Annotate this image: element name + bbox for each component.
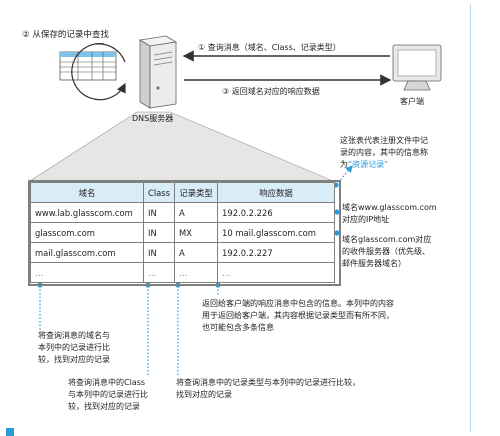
corner-mark [6,428,14,436]
step2-label: ② 从保存的记录中查找 [22,30,109,40]
cell-domain: www.lab.glasscom.com [30,202,144,223]
cell-class: IN [142,202,176,223]
note-type-column: 将查询消息中的记录类型与本列中的记录进行比较， 找到对应的记录 [176,378,360,399]
cell-domain: mail.glasscom.com [30,242,144,263]
search-loop-icon [71,43,126,101]
header-domain: 域名 [30,182,144,203]
cell-class: IN [142,222,176,243]
note-ip-address: 域名www.glasscom.com 对应的IP地址 [342,203,437,224]
table-row: glasscom.com IN MX 10 mail.glasscom.com [30,222,335,243]
cell-class: … [142,262,176,283]
client-pc-icon [392,44,442,91]
connector-dots [37,182,340,288]
resource-record-table: 域名 Class 记录类型 响应数据 www.lab.glasscom.com … [30,182,335,283]
cell-type: MX [174,222,219,243]
cell-type: … [174,262,219,283]
cell-response: 192.0.2.227 [217,242,335,263]
table-row: … … … … [30,262,335,283]
table-row: www.lab.glasscom.com IN A 192.0.2.226 [30,202,335,223]
cell-type: A [174,242,219,263]
cell-response: 10 mail.glasscom.com [217,222,335,243]
note-resource-record: 这张表代表注册文件中记 录的内容，其中的信息称 为“资源记录” [340,136,428,169]
header-type: 记录类型 [174,182,219,203]
projection-shape [28,111,334,182]
records-table-icon [59,51,117,81]
cell-type: A [174,202,219,223]
note-domain-column: 将查询消息的域名与 本列中的记录进行比 较，找到对应的记录 [38,331,110,364]
step3-label: ③ 返回域名对应的响应数据 [222,87,320,96]
cell-domain: glasscom.com [30,222,144,243]
figure-frame [6,4,471,432]
cell-response: 192.0.2.226 [217,202,335,223]
header-class: Class [142,182,176,203]
table-header-row: 域名 Class 记录类型 响应数据 [30,182,335,203]
step1-label: ① 查询消息（域名、Class、记录类型） [198,43,341,52]
resource-record-term: “资源记录” [348,160,389,169]
cell-domain: … [30,262,144,283]
cell-class: IN [142,242,176,263]
client-label: 客户端 [400,97,424,106]
server-icon [138,35,178,109]
note-mail-server: 域名glasscom.com对应 的收件服务器（优先级、 邮件服务器域名） [342,235,432,268]
header-response: 响应数据 [217,182,335,203]
note-response-column: 返回给客户端的响应消息中包含的信息。本列中的内容 用于返回给客户端，其内容根据记… [202,299,394,332]
dns-server-label: DNS服务器 [132,114,174,123]
cell-response: … [217,262,335,283]
table-row: mail.glasscom.com IN A 192.0.2.227 [30,242,335,263]
note-class-column: 将查询消息中的Class 与本列中的记录进行比 较，找到对应的记录 [68,378,148,411]
